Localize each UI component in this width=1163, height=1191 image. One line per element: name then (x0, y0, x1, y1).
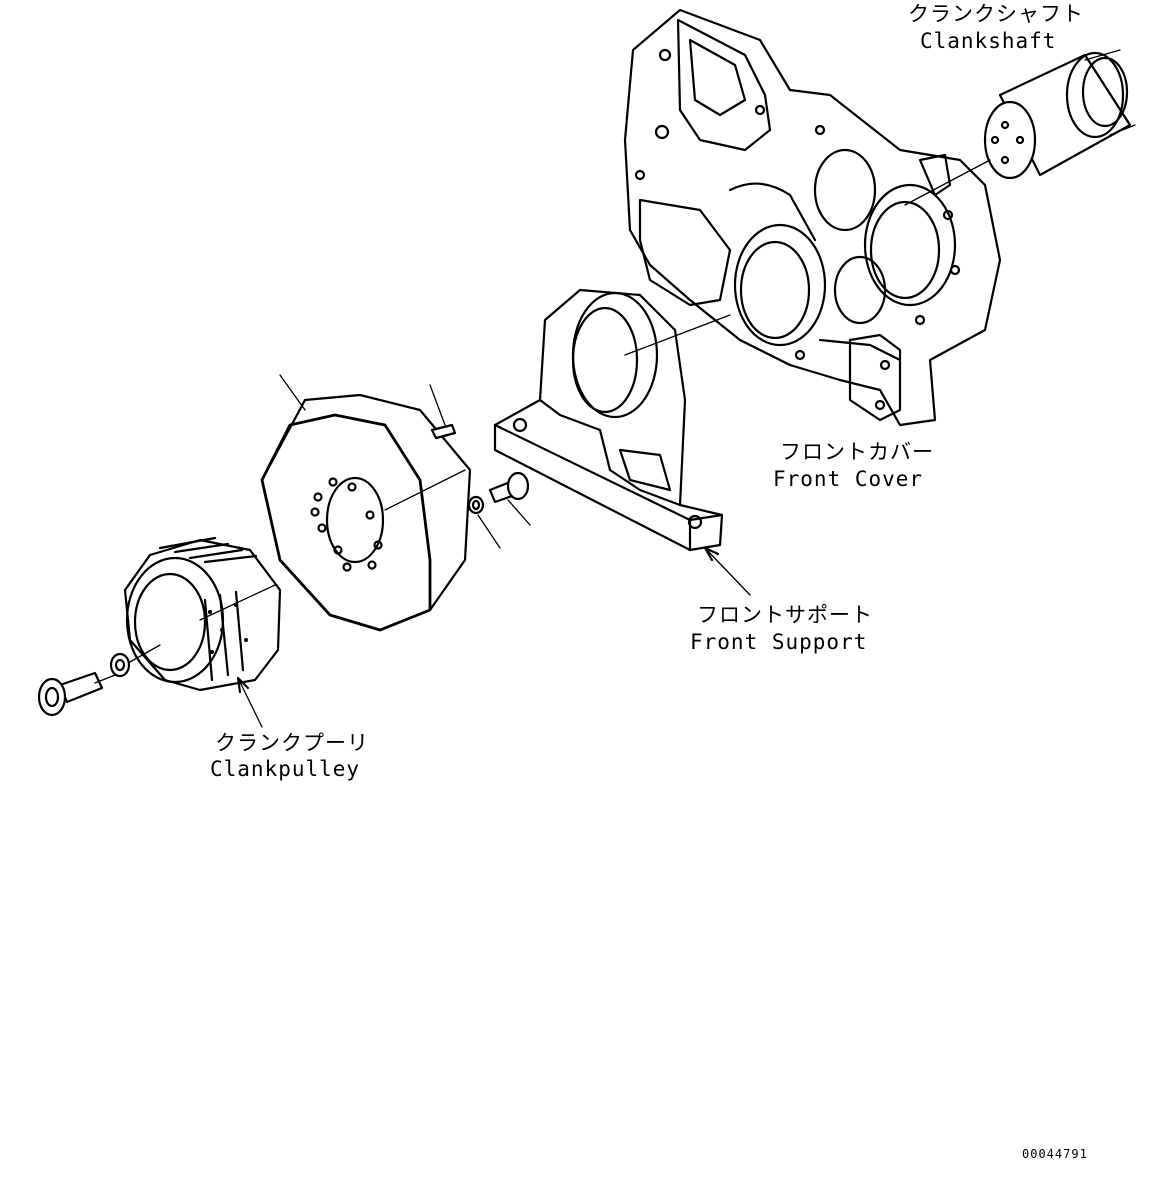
crank-pulley-label-en: Clankpulley (210, 757, 360, 781)
front-support (493, 288, 724, 552)
drawing-number: 00044791 (1022, 1147, 1088, 1161)
leader-lines (236, 374, 751, 728)
assembly-axis-lines (94, 159, 991, 684)
front-cover (623, 8, 1002, 427)
crankshaft-part (983, 49, 1136, 180)
dowel-pin (429, 384, 457, 440)
crankshaft-label-en: Clankshaft (920, 29, 1056, 53)
crank-pulley-label-jp: クランクプーリ (215, 731, 369, 755)
damper-disc (260, 393, 472, 632)
support-washer (467, 495, 485, 515)
pulley-bolt (37, 671, 104, 717)
front-support-label-jp: フロントサポート (697, 603, 873, 627)
front-cover-label-en: Front Cover (773, 467, 923, 491)
front-support-label-en: Front Support (690, 630, 867, 654)
pulley-washer (109, 652, 131, 678)
support-bolt (488, 471, 530, 504)
front-cover-label-jp: フロントカバー (780, 440, 934, 464)
crank-pulley (123, 536, 282, 692)
crankshaft-label-jp: クランクシャフト (908, 2, 1084, 26)
